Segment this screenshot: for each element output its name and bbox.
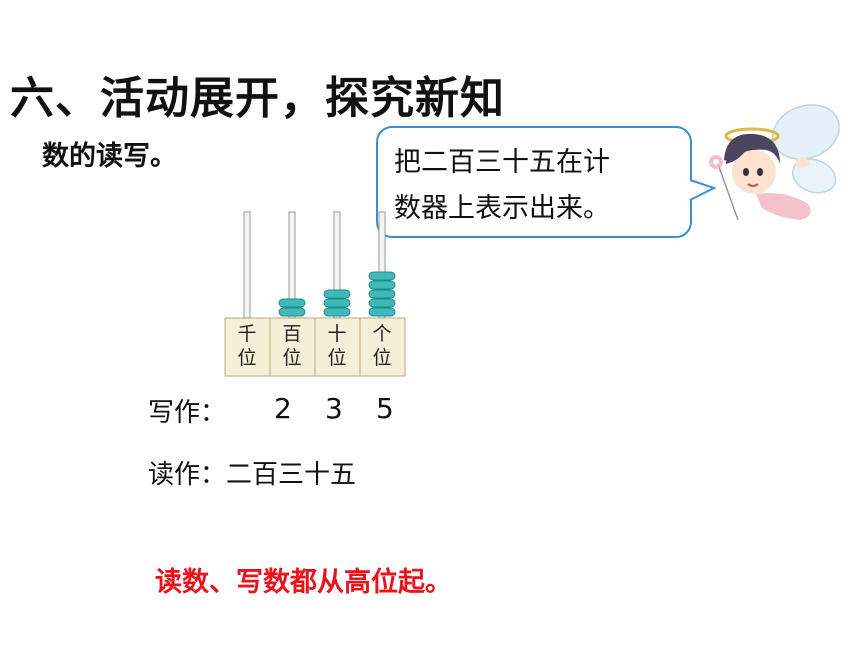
abacus-bead-ones	[368, 298, 396, 308]
read-row: 读作：二百三十五	[148, 454, 356, 491]
fairy-illustration	[709, 104, 840, 221]
speech-line-2: 数器上表示出来。	[394, 193, 610, 224]
face-icon	[732, 150, 776, 194]
abacus-bead-ones	[368, 307, 396, 317]
section-subtitle: 数的读写。	[42, 141, 177, 172]
write-label: 写作：	[148, 398, 227, 428]
dress-icon	[756, 193, 811, 220]
abacus-bead-ones	[368, 271, 396, 281]
abacus-bead-ones	[368, 280, 396, 290]
abacus-rod-ones	[378, 211, 386, 319]
speech-line-1: 把二百三十五在计	[394, 147, 610, 178]
abacus-bead-ones	[368, 289, 396, 299]
abacus-bead-hundreds	[278, 298, 306, 308]
wand-icon	[717, 163, 739, 221]
place-label-hundreds: 百位	[282, 323, 302, 369]
fairy-wing-icon	[772, 104, 840, 194]
place-label-ones: 个位	[372, 323, 392, 369]
abacus-bead-hundreds	[278, 307, 306, 317]
abacus-bead-tens	[323, 307, 351, 317]
rule-note: 读数、写数都从高位起。	[155, 567, 452, 598]
abacus-bead-tens	[323, 298, 351, 308]
place-label-tens: 十位	[327, 323, 347, 369]
place-label-thousands: 千位	[237, 323, 257, 369]
read-label: 读作：	[148, 460, 227, 490]
abacus-rod-tens	[333, 211, 341, 319]
abacus-rod-thousands	[243, 211, 251, 319]
abacus-rods	[224, 211, 406, 377]
speech-bubble: 把二百三十五在计 数器上表示出来。	[376, 126, 692, 238]
page-title: 六、活动展开，探究新知	[10, 73, 505, 124]
abacus-rod-hundreds	[288, 211, 296, 319]
speech-bubble-tail	[688, 179, 717, 201]
written-digit-tens: 3	[325, 392, 343, 425]
read-value: 二百三十五	[226, 460, 357, 490]
hair-icon	[724, 133, 780, 164]
abacus-bead-tens	[323, 289, 351, 299]
written-digit-ones: 5	[376, 392, 394, 425]
written-digit-hundreds: 2	[274, 392, 292, 425]
